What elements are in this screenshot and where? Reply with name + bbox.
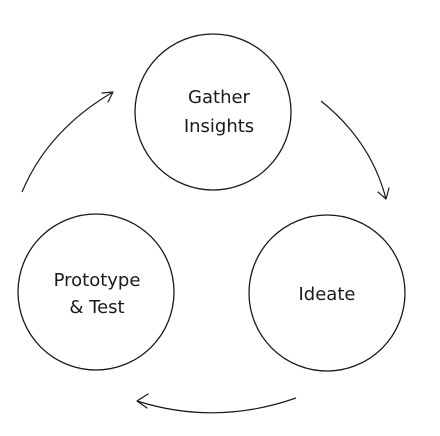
node-prototype-test: Prototype & Test xyxy=(17,213,175,371)
node-prototype-test-circle xyxy=(17,213,175,371)
node-ideate-label: Ideate xyxy=(299,284,356,305)
node-ideate: Ideate xyxy=(248,214,406,372)
node-gather-insights-label-line-1: Gather xyxy=(188,87,251,108)
node-gather-insights: Gather Insights xyxy=(134,33,292,191)
node-gather-insights-circle xyxy=(134,33,292,191)
arrow-ideate-to-prototype xyxy=(136,393,297,414)
node-prototype-test-label-line-2: & Test xyxy=(69,297,124,318)
arrow-prototype-to-gather xyxy=(21,91,114,193)
arrow-gather-to-ideate xyxy=(320,100,390,200)
arrow-gather-to-ideate-head xyxy=(377,187,390,200)
arrow-prototype-to-gather-head xyxy=(101,91,114,103)
node-gather-insights-label-line-2: Insights xyxy=(184,116,254,137)
arrow-ideate-to-prototype-head xyxy=(136,393,149,409)
node-ideate-circle xyxy=(248,214,406,372)
node-prototype-test-label-line-1: Prototype xyxy=(54,270,141,291)
